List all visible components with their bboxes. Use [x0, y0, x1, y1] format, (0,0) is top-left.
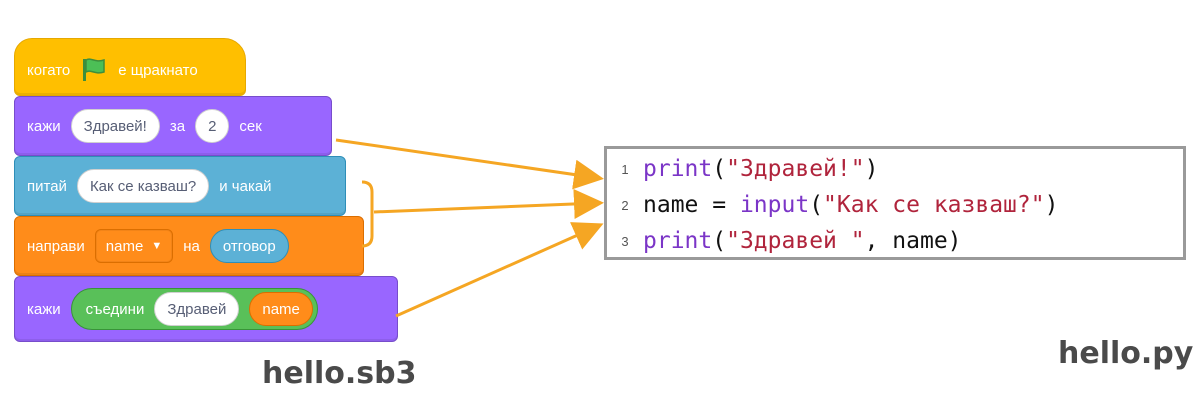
- variable-dropdown[interactable]: name ▼: [94, 229, 174, 263]
- join-label: съедини: [85, 300, 145, 318]
- python-code-editor: 1 print("Здравей!") 2 name = input("Как …: [604, 146, 1186, 260]
- code-string: "Здравей ": [726, 228, 865, 254]
- code-line: 2 name = input("Как се казваш?"): [607, 189, 1183, 221]
- say-verb-label: кажи: [27, 117, 61, 135]
- say-for-secs-block: кажи Здравей! за 2 сек: [14, 96, 332, 156]
- answer-reporter[interactable]: отговор: [209, 229, 289, 263]
- hat-label-when: когато: [27, 61, 71, 79]
- code-string: "Как се казваш?": [823, 192, 1045, 218]
- to-label: на: [183, 237, 200, 255]
- code-function: print: [643, 156, 713, 182]
- hat-label-clicked: е щракнато: [118, 61, 198, 79]
- join-text-input[interactable]: Здравей: [154, 292, 240, 326]
- scratch-filename: hello.sb3: [262, 356, 417, 391]
- for-label: за: [169, 117, 186, 135]
- ask-and-wait-block: питай Как се казваш? и чакай: [14, 156, 346, 216]
- code-function: input: [739, 192, 810, 218]
- code-assign: name =: [643, 192, 740, 218]
- join-reporter[interactable]: съедини Здравей name: [70, 288, 318, 330]
- line-number: 2: [621, 197, 629, 213]
- arrow-line-1: [335, 138, 604, 190]
- say-text-input[interactable]: Здравей!: [70, 109, 160, 143]
- say-verb-label: кажи: [27, 300, 61, 318]
- name-variable-reporter[interactable]: name: [249, 292, 313, 326]
- code-string: "Здравей!": [726, 156, 865, 182]
- when-flag-clicked-block: когато е щракнато: [14, 38, 246, 96]
- code-rest: , name): [864, 228, 962, 254]
- code-paren: (: [712, 156, 727, 182]
- chevron-down-icon: ▼: [151, 240, 163, 252]
- green-flag-icon: [80, 57, 108, 83]
- set-variable-block: направи name ▼ на отговор: [14, 216, 364, 276]
- arrow-line-3: [395, 222, 604, 318]
- bracket: [361, 180, 374, 248]
- code-paren: (: [712, 228, 727, 254]
- ask-question-input[interactable]: Как се казваш?: [76, 169, 210, 203]
- line-number: 3: [621, 233, 629, 249]
- arrow-line-2: [373, 188, 604, 219]
- wait-label: и чакай: [219, 177, 272, 195]
- line-number: 1: [621, 161, 629, 177]
- secs-input[interactable]: 2: [195, 109, 230, 143]
- code-line: 3 print("Здравей ", name): [607, 225, 1183, 257]
- secs-unit-label: сек: [239, 117, 262, 135]
- code-function: print: [643, 228, 713, 254]
- variable-dropdown-label: name: [105, 237, 144, 255]
- code-rest: ): [864, 156, 879, 182]
- code-line: 1 print("Здравей!"): [607, 153, 1183, 185]
- set-verb-label: направи: [27, 237, 85, 255]
- code-paren: (: [809, 192, 824, 218]
- code-rest: ): [1044, 192, 1059, 218]
- python-filename: hello.py: [1058, 336, 1194, 371]
- ask-verb-label: питай: [27, 177, 67, 195]
- say-block: кажи съедини Здравей name: [14, 276, 398, 342]
